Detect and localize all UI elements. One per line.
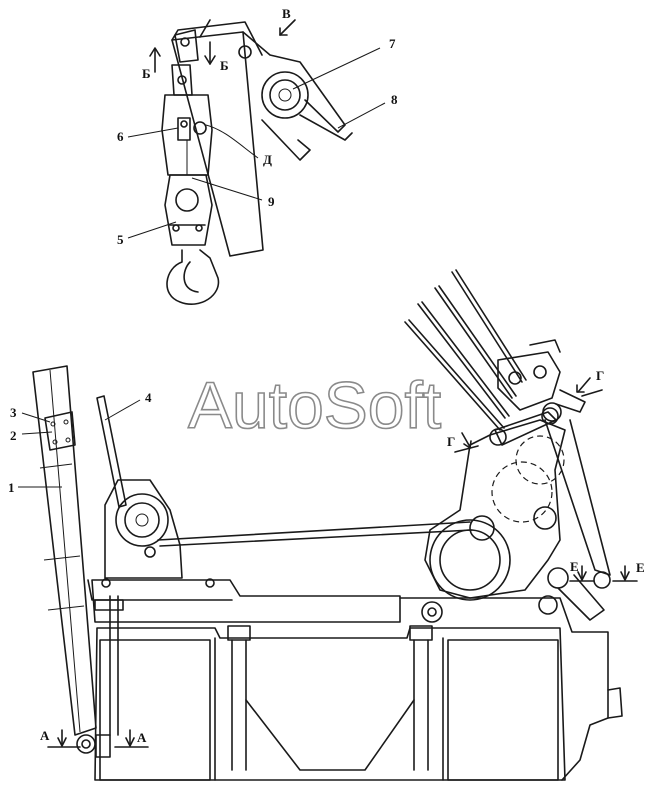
section-mark-a-right: А <box>137 730 147 745</box>
watermark-text: AutoSoft <box>188 368 441 442</box>
section-mark-g-top: Г <box>596 368 604 383</box>
callout-8: 8 <box>391 92 398 107</box>
callout-9: 9 <box>268 194 275 209</box>
callout-6: 6 <box>117 129 124 144</box>
callout-1: 1 <box>8 480 15 495</box>
callout-7: 7 <box>389 36 396 51</box>
section-mark-e-right: Е <box>636 560 645 575</box>
section-mark-a-left: А <box>40 728 50 743</box>
hoist-detail <box>127 19 386 305</box>
section-mark-g-left: Г <box>447 434 455 449</box>
section-mark-e-left: Е <box>570 559 579 574</box>
section-mark-v: В <box>282 6 291 21</box>
section-mark-b-right: Б <box>220 58 229 73</box>
callout-4: 4 <box>145 390 152 405</box>
callout-2: 2 <box>10 428 17 443</box>
section-mark-d: Д <box>263 152 272 167</box>
machine-main-view <box>18 269 638 781</box>
callout-5: 5 <box>117 232 124 247</box>
section-mark-b-left: Б <box>142 66 151 81</box>
callout-3: 3 <box>10 405 17 420</box>
